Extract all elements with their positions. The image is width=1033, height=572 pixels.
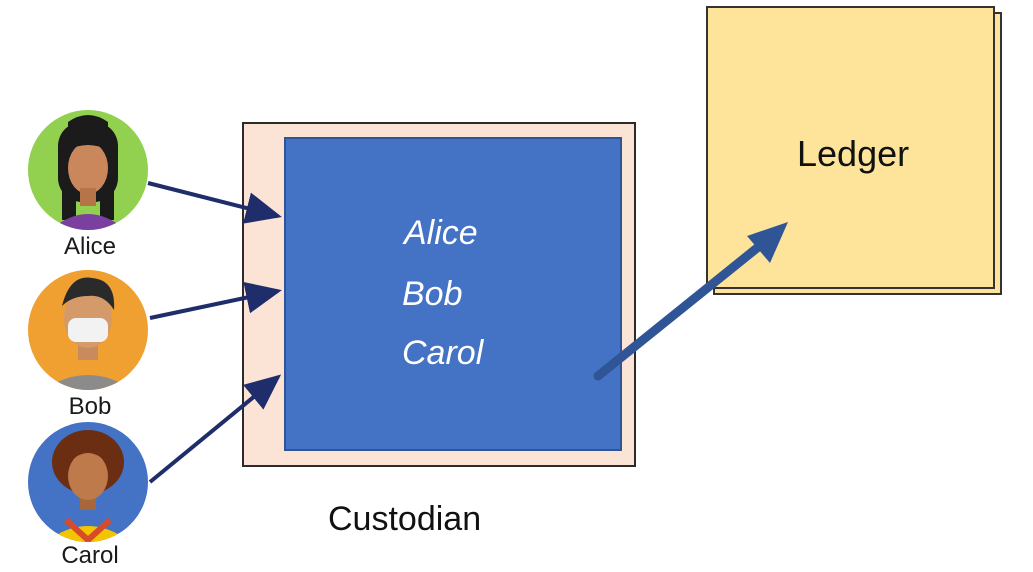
custodian-member-bob: Bob bbox=[402, 275, 463, 313]
carol-to-custodian-arrow bbox=[148, 374, 282, 484]
custodian-to-ledger-arrow bbox=[593, 222, 788, 381]
person-label-carol: Carol bbox=[61, 542, 119, 569]
custodian-member-carol: Carol bbox=[402, 334, 484, 372]
custodian-member-alice: Alice bbox=[404, 214, 478, 252]
alice-to-custodian-arrow bbox=[147, 181, 282, 224]
custodian-label: Custodian bbox=[328, 500, 482, 538]
bob-to-custodian-arrow bbox=[149, 281, 282, 320]
alice-avatar-icon bbox=[28, 110, 148, 230]
ledger-label: Ledger bbox=[797, 133, 910, 174]
person-label-alice: Alice bbox=[63, 233, 117, 260]
custodian-registry-box bbox=[284, 137, 622, 451]
bob-avatar-icon bbox=[28, 270, 148, 390]
carol-avatar-icon bbox=[28, 422, 148, 542]
person-label-bob: Bob bbox=[68, 393, 112, 420]
